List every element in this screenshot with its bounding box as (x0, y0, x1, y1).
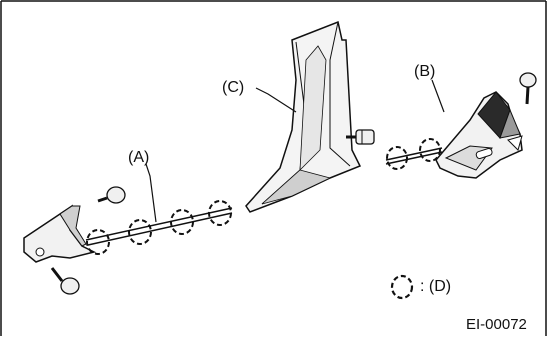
label-a: (A) (128, 149, 150, 166)
leader-line-c (255, 87, 297, 113)
clip-rail-b (385, 147, 443, 165)
screw-icon (97, 186, 126, 204)
dashed-circle-icon (390, 274, 414, 300)
screw-icon (50, 267, 80, 295)
screw-icon (346, 129, 375, 145)
label-c: (C) (222, 79, 245, 96)
screw-icon (519, 72, 537, 105)
part-a-side-trim (23, 204, 97, 263)
part-b-side-trim (435, 91, 523, 179)
leader-line-a (145, 163, 157, 223)
dashed-circle-icon (386, 138, 441, 170)
figure-code: EI-00072 (466, 316, 527, 333)
label-b: (B) (414, 63, 436, 80)
dashed-circle-icon (86, 200, 232, 255)
leader-line-b (431, 79, 445, 113)
clip-rail-a (85, 207, 233, 246)
part-c-pillar-trim (245, 20, 362, 213)
legend-label-d: : (D) (420, 278, 452, 295)
